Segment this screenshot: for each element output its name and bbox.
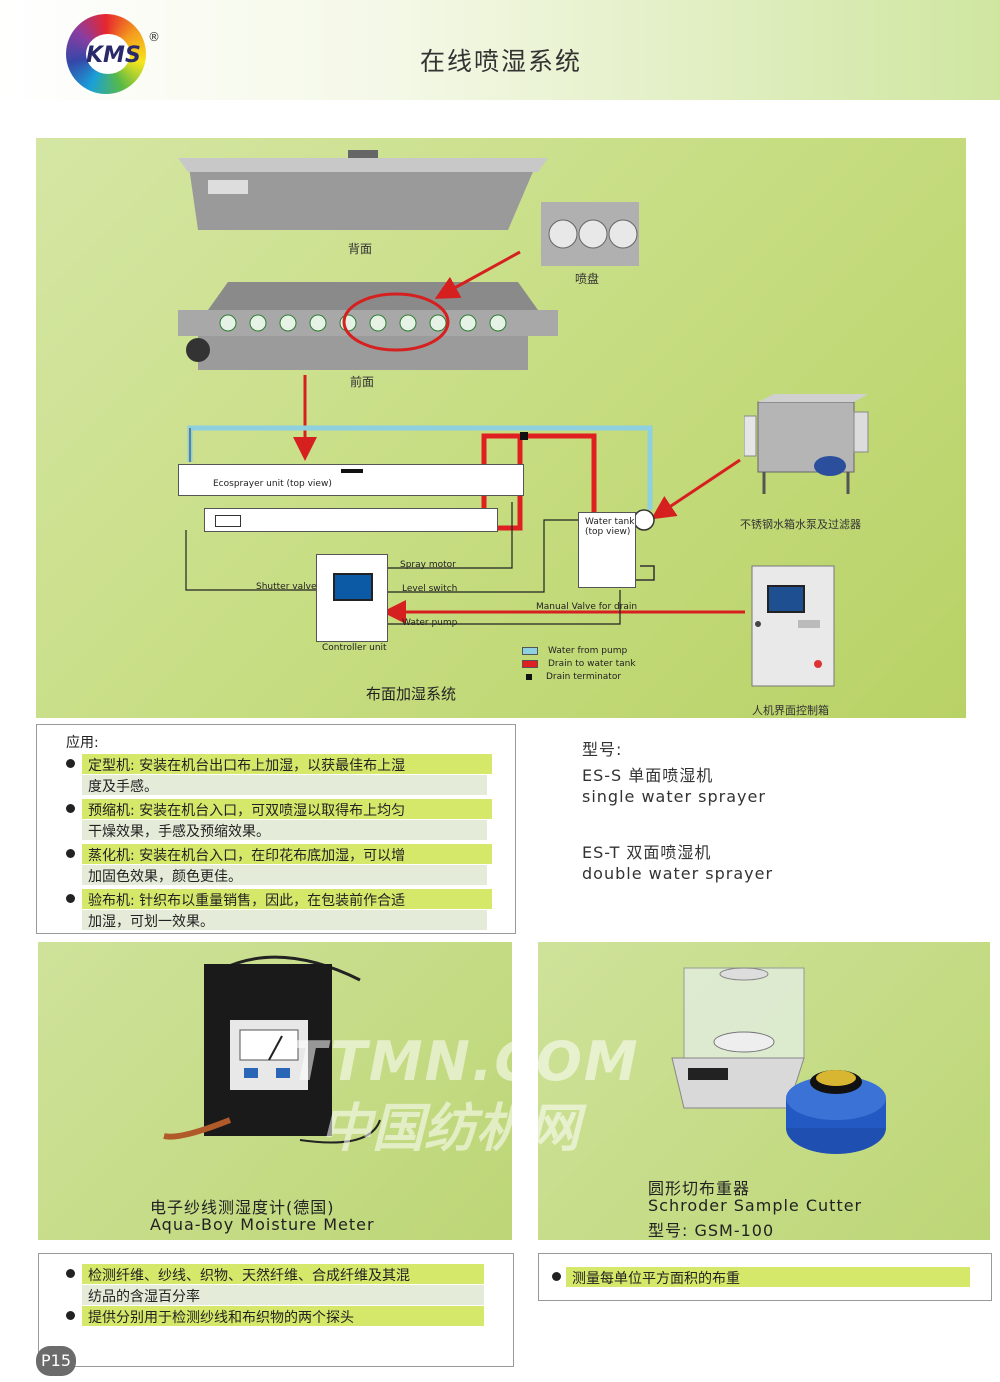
ecosprayer-label: Ecosprayer unit (top view) — [213, 479, 332, 489]
feature-highlight — [82, 1264, 484, 1284]
legend-item: Drain to water tank — [522, 657, 636, 670]
diagram-arrows — [185, 250, 745, 625]
sample-cutter-model: 型号: GSM-100 — [648, 1221, 775, 1240]
ecosprayer-unit-top-view: Ecosprayer unit (top view) — [178, 464, 524, 496]
app-highlight — [82, 754, 492, 774]
bullet-icon — [66, 759, 75, 768]
page-header — [0, 0, 1000, 100]
page-title: 在线喷湿系统 — [420, 47, 583, 76]
model-es-s-en: single water sprayer — [582, 787, 766, 806]
feature-line1: 检测纤维、纱线、织物、天然纤维、合成纤维及其混 — [88, 1268, 410, 1284]
app-highlight-sub — [82, 910, 487, 930]
app-highlight — [82, 889, 492, 909]
feature-line1: 提供分别用于检测纱线和布织物的两个探头 — [88, 1310, 354, 1326]
legend-label: Water from pump — [548, 645, 628, 656]
spray-motor-label: Spray motor — [400, 560, 456, 570]
tank-caption: 不锈钢水箱水泵及过滤器 — [740, 518, 861, 531]
app-item-line2: 干燥效果，手感及预缩效果。 — [88, 824, 270, 840]
moisture-meter-title-en: Aqua-Boy Moisture Meter — [150, 1215, 375, 1234]
unit-indicator — [341, 469, 363, 473]
legend-label: Drain terminator — [546, 671, 622, 682]
feature-line: 测量每单位平方面积的布重 — [572, 1271, 740, 1287]
lower-bar-slot — [215, 515, 241, 527]
app-highlight-sub — [82, 820, 487, 840]
app-item-line2: 加湿，可划一效果。 — [88, 914, 214, 930]
moisture-meter-title-cn: 电子纱线测湿度计(德国) — [150, 1198, 335, 1217]
bullet-icon — [66, 804, 75, 813]
model-es-t-en: double water sprayer — [582, 864, 774, 883]
sample-cutter-title-en: Schroder Sample Cutter — [648, 1196, 863, 1215]
legend-item: Water from pump — [522, 644, 636, 657]
app-item-line2: 加固色效果，颜色更佳。 — [88, 869, 242, 885]
app-highlight — [82, 844, 492, 864]
legend-item: Drain terminator — [522, 670, 636, 683]
app-highlight — [82, 799, 492, 819]
system-caption: 布面加湿系统 — [366, 685, 457, 703]
tank-pump-filter-photo — [744, 394, 869, 494]
app-highlight-sub — [82, 865, 487, 885]
diagram-legend: Water from pump Drain to water tank Drai… — [522, 644, 636, 683]
watermark-cn: 中国纺机网 — [320, 1099, 581, 1159]
sprayer-back-photo — [178, 150, 548, 230]
model-es-s: ES-S 单面喷湿机 — [582, 766, 714, 785]
feature-line2: 纺品的含湿百分率 — [88, 1289, 200, 1305]
water-tank-label: Water tank (top view) — [585, 517, 635, 537]
feature-highlight — [82, 1306, 484, 1326]
tray-caption: 喷盘 — [575, 272, 600, 286]
app-item-line1: 预缩机: 安装在机台入口，可双喷湿以取得布上均匀 — [88, 803, 406, 819]
bullet-icon — [66, 1269, 75, 1278]
water-tank-top-view: Water tank (top view) — [578, 512, 636, 588]
controller-unit-label: Controller unit — [322, 643, 387, 653]
ecosprayer-lower-bar — [204, 508, 498, 532]
spray-tray-photo — [541, 202, 639, 266]
app-item-line1: 验布机: 针织布以重量销售，因此，在包装前作合适 — [88, 893, 406, 909]
application-heading: 应用: — [66, 735, 99, 751]
manual-valve-label: Manual Valve for drain — [536, 602, 638, 612]
app-item-line1: 蒸化机: 安装在机台入口，在印花布底加湿，可以增 — [88, 848, 406, 864]
legend-swatch-drain — [522, 659, 538, 668]
front-caption: 前面 — [350, 375, 375, 389]
legend-swatch-water — [522, 646, 538, 655]
bullet-icon — [66, 849, 75, 858]
model-es-t: ES-T 双面喷湿机 — [582, 843, 712, 862]
shutter-valve-label: Shutter valve — [256, 582, 317, 592]
bullet-icon — [552, 1272, 561, 1281]
back-caption: 背面 — [348, 242, 373, 256]
app-item-line2: 度及手感。 — [88, 779, 158, 795]
controller-screen — [333, 573, 373, 601]
logo-center — [86, 34, 130, 74]
models-heading: 型号: — [582, 740, 623, 759]
legend-label: Drain to water tank — [548, 658, 636, 669]
page-number: P15 — [36, 1346, 76, 1376]
feature-highlight-sub — [82, 1285, 484, 1305]
moisture-meter-photo — [163, 955, 381, 1144]
highlight-ellipse — [342, 292, 450, 352]
app-item-line1: 定型机: 安装在机台出口布上加湿，以获最佳布上湿 — [88, 758, 406, 774]
bullet-icon — [66, 894, 75, 903]
sample-cutter-title-cn: 圆形切布重器 — [648, 1179, 751, 1198]
logo-text: KMS — [86, 43, 141, 68]
bullet-icon — [66, 1311, 75, 1320]
app-highlight-sub — [82, 775, 487, 795]
feature-highlight — [566, 1267, 970, 1287]
sample-cutter-photo — [671, 967, 886, 1154]
legend-swatch-terminator — [526, 673, 532, 680]
water-pump-label: Water pump — [402, 618, 458, 628]
watermark-url: TTMN.COM — [290, 1030, 640, 1093]
controller-unit-box — [316, 554, 388, 642]
registered-mark: ® — [148, 30, 160, 44]
level-switch-label: Level switch — [402, 584, 458, 594]
control-box-caption: 人机界面控制箱 — [752, 704, 829, 717]
control-box-photo — [751, 565, 835, 687]
